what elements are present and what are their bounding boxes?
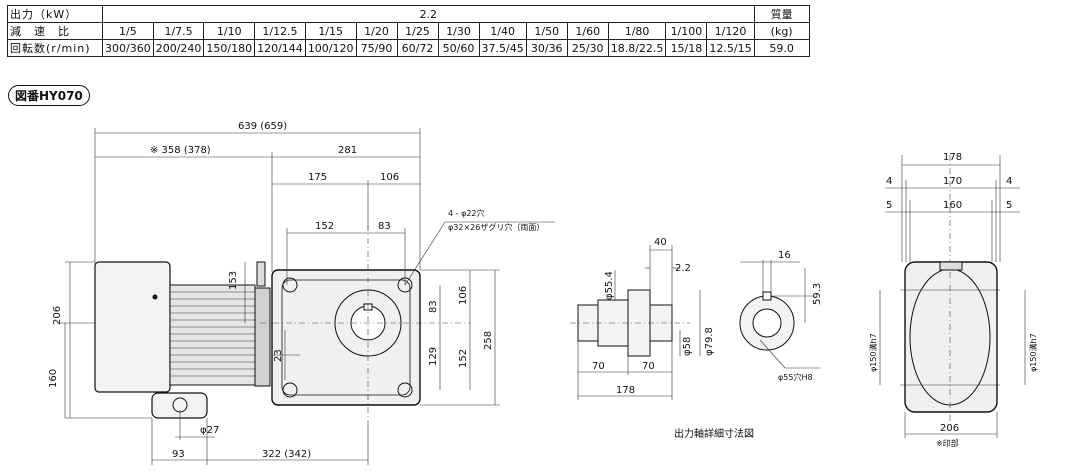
side-dim-4a: 4 (886, 176, 892, 187)
dim-40: 40 (654, 237, 667, 248)
motor-fin-lines (170, 291, 255, 377)
side-dim-160: 160 (943, 200, 962, 211)
hole-note-2: φ32×26ザグリ穴（両面） (448, 222, 544, 232)
dim-93: 93 (172, 449, 185, 460)
dim-322: 322 (342) (262, 449, 311, 460)
ratio-cell: 1/100 (665, 22, 708, 40)
side-note: ※印部 (936, 438, 959, 448)
dim-175: 175 (308, 172, 327, 183)
terminal-box (256, 261, 266, 287)
dim-55h8: φ55穴H8 (778, 372, 813, 382)
dim-152-top: 152 (315, 221, 334, 232)
speed-cell: 120/144 (254, 39, 306, 57)
side-dim-170: 170 (943, 176, 962, 187)
speed-cell: 75/90 (355, 39, 398, 57)
speed-cell: 300/360 (102, 39, 154, 57)
motor-flange (254, 287, 271, 387)
mount-hole (282, 382, 298, 398)
speed-cell: 37.5/45 (478, 39, 527, 57)
side-dim-lines (879, 155, 1026, 438)
speed-cell: 60/72 (396, 39, 439, 57)
dim-106-top: 106 (380, 172, 399, 183)
speed-cell: 18.8/22.5 (607, 39, 667, 57)
shaft-keyway (762, 291, 772, 301)
dim-55-4: φ55.4 (604, 271, 615, 300)
spec-table: 出力（kW） 2.2 質量 減 速 比 1/5 1/7.5 1/10 1/12.… (7, 5, 810, 57)
shaft-end-dim-lines (740, 260, 820, 369)
dim-160: 160 (48, 369, 59, 388)
drawing-id-badge: 図番HY070 (8, 85, 90, 106)
speed-cell: 200/240 (152, 39, 205, 57)
speed-label: 回転数(r/min) (7, 39, 103, 57)
ratio-cell: 1/40 (478, 22, 527, 40)
dim-2-2: 2.2 (675, 263, 691, 274)
gearbox-housing (271, 269, 421, 406)
ratio-cell: 1/5 (102, 22, 154, 40)
dim-70b: 70 (642, 361, 655, 372)
dim-16: 16 (778, 250, 791, 261)
motor-end-cover (94, 261, 171, 393)
gearbox-inner (281, 279, 411, 396)
side-dim-150-left: φ150溝h7 (868, 333, 878, 372)
spec-row-ratio: 減 速 比 1/5 1/7.5 1/10 1/12.5 1/15 1/20 1/… (7, 22, 810, 40)
side-dim-5b: 5 (1006, 200, 1012, 211)
dim-83-top: 83 (378, 221, 391, 232)
speed-cell: 15/18 (665, 39, 708, 57)
shaft-bore (752, 308, 782, 338)
dim-right-part: 281 (338, 145, 357, 156)
front-view: 639 (659) ※ 358 (378) 281 175 106 152 83… (48, 121, 555, 465)
dim-258: 258 (483, 331, 494, 350)
ratio-cell: 1/80 (607, 22, 667, 40)
motor-fins (169, 284, 256, 386)
dim-106-side: 106 (458, 286, 469, 305)
side-dim-150-right: φ150溝h7 (1028, 333, 1038, 372)
spec-row-speed: 回転数(r/min) 300/360 200/240 150/180 120/1… (7, 39, 810, 57)
dim-left-part: ※ 358 (378) (150, 145, 211, 156)
speed-cell: 12.5/15 (706, 39, 755, 57)
ratio-cell: 1/20 (355, 22, 398, 40)
dim-27: φ27 (200, 425, 219, 436)
dim-129: 129 (428, 347, 439, 366)
dim-59-3: 59.3 (812, 283, 823, 305)
side-dim-178: 178 (943, 152, 962, 163)
ratio-cell: 1/120 (706, 22, 755, 40)
side-dim-5a: 5 (886, 200, 892, 211)
side-dim-206: 206 (940, 423, 959, 434)
bolt-mark (152, 294, 158, 300)
shaft-dim-lines (577, 245, 701, 400)
dim-23: 23 (273, 349, 284, 362)
dim-83-side: 83 (428, 300, 439, 313)
front-dim-lines (60, 128, 555, 465)
mass-value: 59.0 (753, 39, 810, 57)
dim-overall: 639 (659) (238, 121, 287, 132)
dim-79-8: φ79.8 (704, 327, 715, 356)
mount-hole (397, 382, 413, 398)
dim-58: φ58 (682, 337, 693, 356)
shaft-detail-view: 40 2.2 φ55.4 φ58 φ79.8 70 70 178 16 59.3… (570, 237, 823, 440)
mount-hole (282, 277, 298, 293)
dim-70a: 70 (592, 361, 605, 372)
speed-cell: 50/60 (437, 39, 480, 57)
motor-foot (151, 392, 208, 419)
dim-153: 153 (228, 271, 239, 290)
speed-cell: 100/120 (304, 39, 357, 57)
dim-206: 206 (52, 306, 63, 325)
speed-cell: 25/30 (566, 39, 609, 57)
hole-note-1: 4 - φ22穴 (448, 208, 485, 218)
dim-178-shaft: 178 (616, 385, 635, 396)
shaft-caption: 出力軸詳細寸法図 (674, 427, 754, 440)
side-terminal (939, 261, 963, 271)
speed-cell: 30/36 (525, 39, 568, 57)
side-housing (904, 261, 998, 413)
side-dim-4b: 4 (1006, 176, 1012, 187)
dim-152-side: 152 (458, 349, 469, 368)
side-view: 178 4 170 4 5 160 5 φ150溝h7 φ150溝h7 206 … (868, 152, 1038, 448)
